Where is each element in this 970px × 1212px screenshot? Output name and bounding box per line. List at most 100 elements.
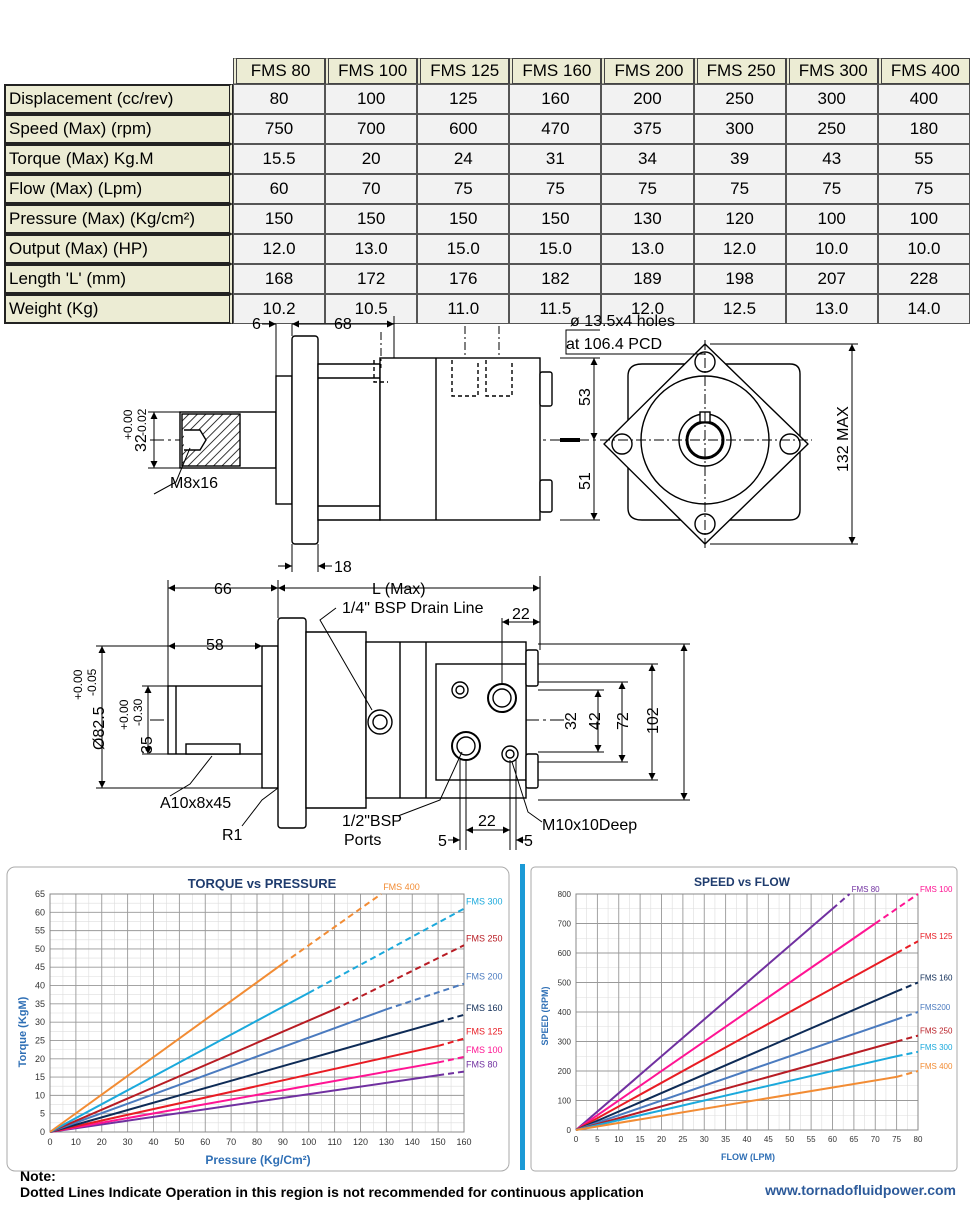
shaft-tol-bottom-2: -0.30 [131,698,145,726]
series-line-dashed [282,893,382,965]
series-label: FMS 250 [920,1027,953,1036]
series-line [575,1018,897,1131]
model-header: FMS 400 [877,58,970,84]
x-tick-label: 60 [200,1137,210,1147]
shaft-tol-top: +0.00 [121,409,135,440]
spec-value: 20 [325,144,418,174]
series-label: FMS 80 [852,885,881,894]
spec-value: 10.0 [877,234,970,264]
x-tick-label: 55 [807,1135,816,1144]
spec-value: 160 [509,84,602,114]
series-label: FMS 250 [466,933,503,943]
y-tick-label: 25 [35,1035,45,1045]
spec-value: 168 [233,264,326,294]
chart-separator [520,864,525,1170]
y-tick-label: 300 [558,1038,572,1047]
spec-value: 375 [601,114,694,144]
holes-label-1: ø 13.5x4 holes [570,313,675,330]
spec-value: 55 [877,144,970,174]
spec-value: 172 [325,264,418,294]
spec-value: 75 [417,174,510,204]
y-tick-label: 65 [35,889,45,899]
y-tick-label: 40 [35,981,45,991]
series-line-dashed [896,940,919,954]
series-line-dashed [334,944,465,1011]
x-tick-label: 60 [828,1135,837,1144]
series-line-dashed [874,893,919,925]
y-tick-label: 700 [558,920,572,929]
y-tick-label: 500 [558,979,572,988]
plot-frame [49,893,465,1133]
series-line [575,952,898,1131]
y-tick-label: 5 [40,1109,45,1119]
x-tick-label: 130 [379,1137,394,1147]
x-tick-label: 100 [301,1137,316,1147]
spec-value: 15.5 [233,144,326,174]
x-tick-label: 50 [785,1135,794,1144]
spec-value: 43 [785,144,878,174]
y-tick-label: 45 [35,962,45,972]
series-line [575,990,898,1131]
x-tick-label: 0 [574,1135,579,1144]
spec-value: 24 [417,144,510,174]
series-line [49,1008,336,1133]
x-tick-label: 160 [456,1137,471,1147]
chart-title: TORQUE vs PRESSURE [188,876,337,891]
spec-value: 10.5 [325,294,418,324]
spec-value: 11.0 [417,294,510,324]
spec-value: 300 [785,84,878,114]
spec-value: 75 [509,174,602,204]
y-tick-label: 600 [558,949,572,958]
y-tick-label: 55 [35,926,45,936]
spec-value: 70 [325,174,418,204]
series-line-dashed [437,1055,465,1064]
chart-title: SPEED vs FLOW [694,875,791,889]
series-line [575,1055,897,1131]
x-tick-label: 30 [700,1135,709,1144]
x-tick-label: 15 [636,1135,645,1144]
dim-58: 58 [206,637,224,654]
dim-53: 53 [577,388,594,406]
chart-ylabel: SPEED (RPM) [540,986,550,1045]
spec-value: 189 [601,264,694,294]
x-tick-label: 70 [871,1135,880,1144]
shaft-tol-bottom: -0.02 [135,408,149,436]
pilot-dia: Ø82.5 [91,706,108,750]
spec-value: 250 [785,114,878,144]
spec-value: 700 [325,114,418,144]
dim-5-right: 5 [524,833,533,850]
spec-value: 300 [693,114,786,144]
pilot-tol-top: +0.00 [71,669,85,700]
spec-value: 182 [509,264,602,294]
series-label: FMS 125 [920,932,953,941]
website-link[interactable]: www.tornadofluidpower.com [765,1182,956,1198]
top-dimensions [148,316,600,572]
series-line-dashed [437,1013,465,1024]
series-line [575,907,834,1131]
series-line-dashed [386,982,465,1011]
x-tick-label: 70 [226,1137,236,1147]
spec-value: 150 [509,204,602,234]
spec-value: 75 [785,174,878,204]
y-tick-label: 100 [558,1097,572,1106]
spec-value: 13.0 [785,294,878,324]
spec-value: 75 [601,174,694,204]
model-header: FMS 125 [417,58,510,84]
dim-18: 18 [334,559,352,576]
x-tick-label: 10 [614,1135,623,1144]
spec-value: 228 [877,264,970,294]
shaft-dia-35: 35 [139,736,156,754]
series-line-dashed [437,1070,465,1077]
holes-label-2: at 106.4 PCD [566,336,662,353]
mechanical-drawing: 6 68 18 53 51 32 +0.00 -0.02 M8x16 ø 13.… [71,313,858,850]
spec-value: 250 [693,84,786,114]
spec-value: 15.0 [509,234,602,264]
x-tick-label: 30 [123,1137,133,1147]
spec-value: 31 [509,144,602,174]
dim-32: 32 [563,712,580,730]
x-tick-label: 25 [678,1135,687,1144]
spec-value: 150 [417,204,510,234]
